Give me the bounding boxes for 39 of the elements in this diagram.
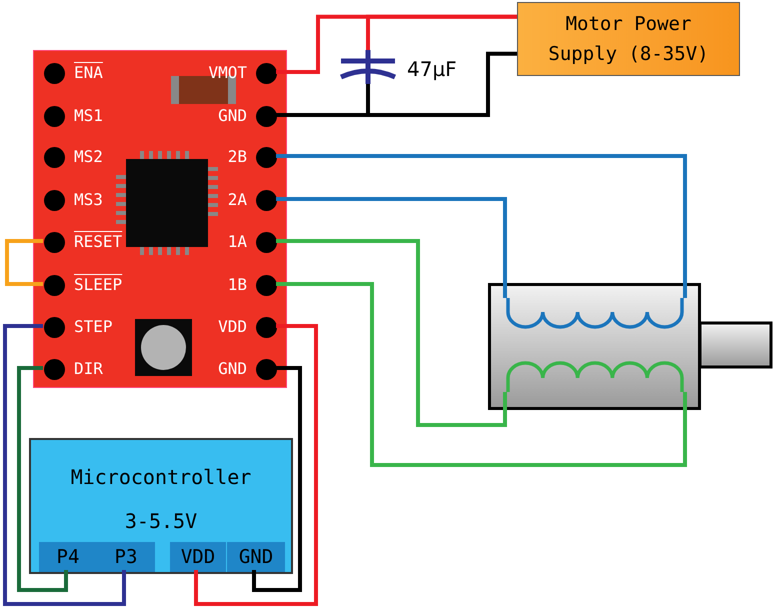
microcontroller-board <box>29 438 293 574</box>
board-title: Microcontroller <box>70 464 252 491</box>
power-supply-box <box>517 2 740 76</box>
pin-label: 1A <box>228 233 247 251</box>
pin-label: 2A <box>228 191 247 209</box>
pin-label: MS1 <box>74 107 103 125</box>
pin-label: GND <box>218 360 247 378</box>
wire <box>3 324 126 606</box>
coil <box>505 360 685 392</box>
wire <box>194 324 318 606</box>
pin-label: VDD <box>218 318 247 336</box>
wire <box>5 239 43 286</box>
wire <box>366 14 517 50</box>
pin-port: P3 <box>97 542 155 572</box>
pin-label: MS3 <box>74 191 103 209</box>
pin-port: GND <box>227 542 285 572</box>
wire <box>276 197 507 298</box>
wire <box>252 366 302 592</box>
pin-label: RESET <box>74 233 122 251</box>
pin-port: VDD <box>170 542 226 572</box>
wire <box>276 239 507 427</box>
pin-label: 1B <box>228 276 247 294</box>
pin-label: GND <box>218 107 247 125</box>
capacitor-value: 47μF <box>407 56 457 83</box>
wire <box>276 282 687 467</box>
voltage-label: 3-5.5V <box>124 508 198 535</box>
pin-label: 2B <box>228 148 247 166</box>
pin-port: P4 <box>39 542 97 572</box>
wire <box>276 154 687 298</box>
pin-label: STEP <box>74 318 113 336</box>
pin-label: VMOT <box>208 64 247 82</box>
pin-label: ENA <box>74 64 103 82</box>
supply-label: Motor Power Supply (8-35V) <box>547 12 710 67</box>
driver-board <box>33 50 287 388</box>
wire <box>17 366 68 592</box>
pin-label: SLEEP <box>74 276 122 294</box>
pin-label: DIR <box>74 360 103 378</box>
pin-label: MS2 <box>74 148 103 166</box>
coil <box>505 298 685 330</box>
